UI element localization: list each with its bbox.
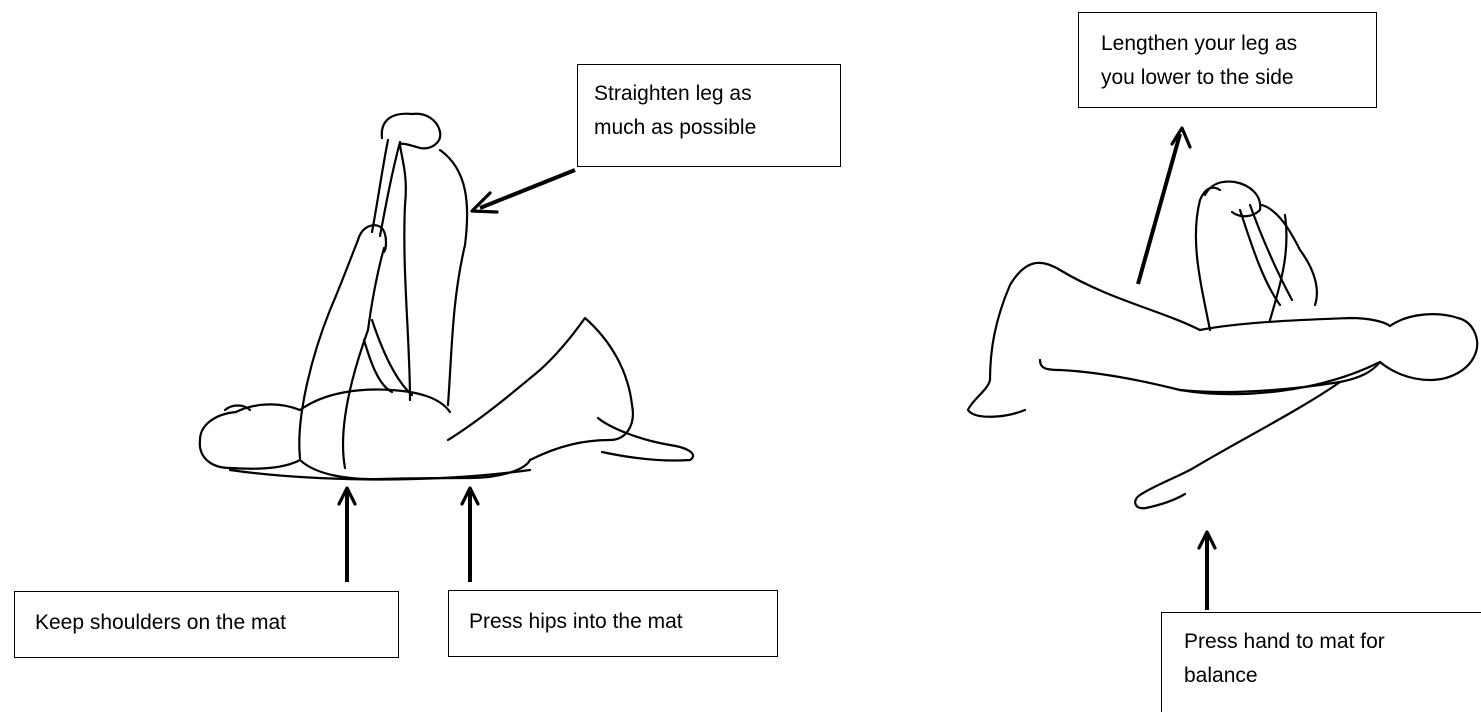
callout-straighten-line-2: much as possible bbox=[594, 111, 824, 145]
figure-hamstring-stretch bbox=[200, 114, 693, 480]
figure1-arm-right bbox=[343, 248, 384, 468]
figure2-head bbox=[1380, 314, 1477, 380]
figure-side-lowering bbox=[968, 182, 1477, 509]
callout-hand-line-2: balance bbox=[1184, 659, 1465, 693]
callout-press-hand: Press hand to mat for balance bbox=[1161, 612, 1481, 712]
figure2-torso bbox=[1180, 318, 1390, 392]
arrow-hand bbox=[1199, 532, 1215, 610]
callout-lengthen-line-2: you lower to the side bbox=[1101, 61, 1360, 95]
figure1-foot bbox=[382, 114, 440, 149]
arrow-lengthen bbox=[1138, 128, 1190, 284]
arrow-straighten bbox=[472, 170, 575, 212]
figure2-arm bbox=[1140, 382, 1340, 495]
arrow-hips bbox=[462, 488, 478, 582]
figure2-strap bbox=[1240, 205, 1292, 305]
figure1-head bbox=[200, 404, 300, 468]
callout-press-hips: Press hips into the mat bbox=[448, 590, 778, 657]
figure1-torso bbox=[300, 460, 530, 479]
callout-lengthen-line-1: Lengthen your leg as bbox=[1101, 27, 1360, 61]
figure1-strap bbox=[372, 140, 400, 236]
callout-hips-line-1: Press hips into the mat bbox=[469, 605, 761, 639]
callout-straighten-leg: Straighten leg as much as possible bbox=[577, 64, 841, 167]
figure1-raised-leg bbox=[400, 145, 467, 405]
figure1-arm-left bbox=[299, 240, 358, 458]
figure1-bent-leg bbox=[448, 318, 633, 460]
callout-lengthen-leg: Lengthen your leg as you lower to the si… bbox=[1078, 12, 1377, 108]
callout-shoulders-line-1: Keep shoulders on the mat bbox=[35, 606, 382, 640]
figure2-hand bbox=[1135, 494, 1185, 508]
callout-hand-line-1: Press hand to mat for bbox=[1184, 625, 1465, 659]
callout-straighten-line-1: Straighten leg as bbox=[594, 77, 824, 111]
arrow-shoulders bbox=[339, 488, 355, 582]
figure2-bent-leg bbox=[968, 263, 1200, 417]
callout-keep-shoulders: Keep shoulders on the mat bbox=[14, 591, 399, 658]
